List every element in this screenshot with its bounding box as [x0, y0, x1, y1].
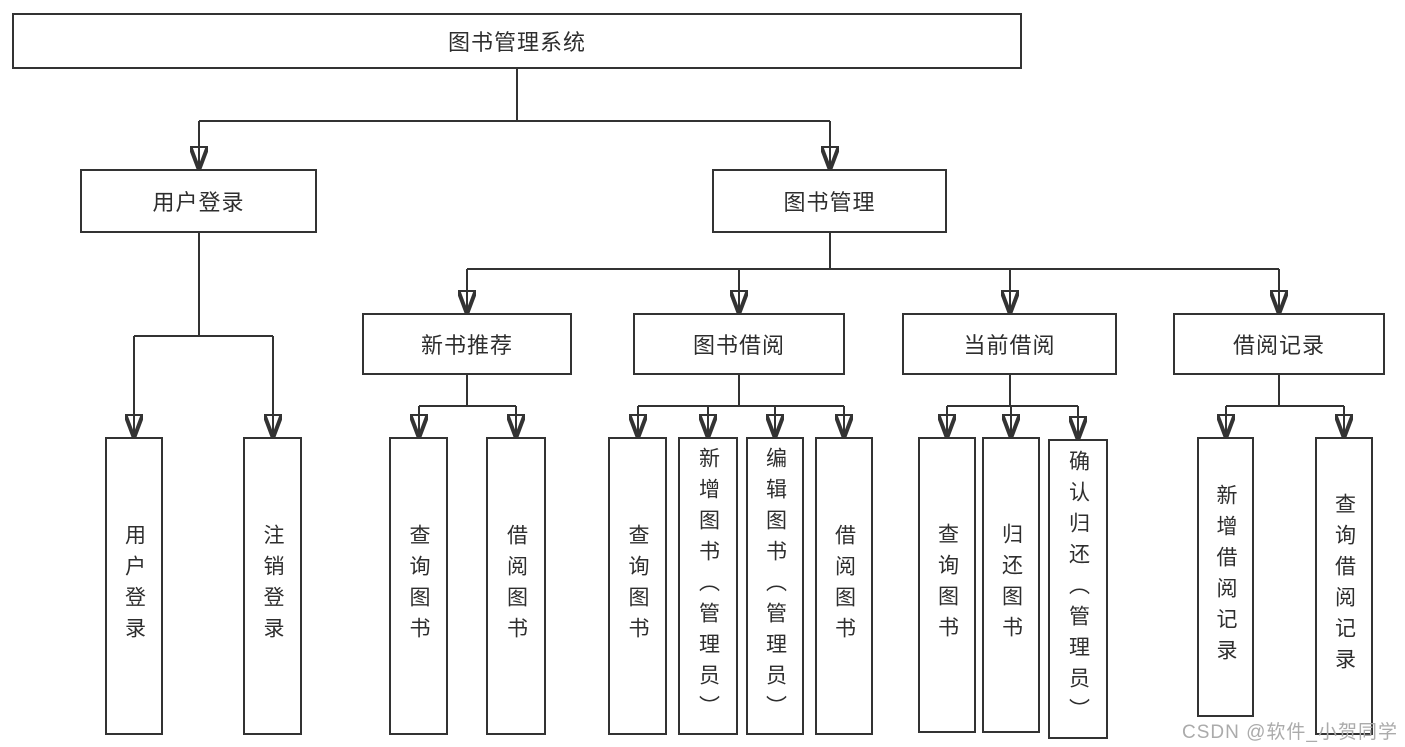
connector-book-management-children [467, 233, 1279, 313]
leaf-return-books: 归还图书 [982, 437, 1040, 733]
leaf-query-books-recommend: 查询图书 [389, 437, 448, 735]
node-borrowing-records: 借阅记录 [1173, 313, 1385, 375]
node-current-borrowing: 当前借阅 [902, 313, 1117, 375]
leaf-query-books-current: 查询图书 [918, 437, 976, 733]
node-book-borrowing: 图书借阅 [633, 313, 845, 375]
leaf-add-book-admin: 新增图书（管理员） [678, 437, 738, 735]
leaf-borrow-books-borrowing: 借阅图书 [815, 437, 873, 735]
leaf-user-login: 用户登录 [105, 437, 163, 735]
connector-borrowing-records-children [1226, 375, 1344, 437]
leaf-edit-book-admin: 编辑图书（管理员） [746, 437, 804, 735]
connector-new-book-children [419, 375, 516, 437]
node-root-system: 图书管理系统 [12, 13, 1022, 69]
csdn-watermark: CSDN @软件_小贺同学 [1182, 722, 1398, 743]
leaf-logout-login: 注销登录 [243, 437, 302, 735]
connector-user-login-children [134, 233, 273, 437]
leaf-borrow-books-recommend: 借阅图书 [486, 437, 546, 735]
node-book-management: 图书管理 [712, 169, 947, 233]
leaf-add-borrow-record: 新增借阅记录 [1197, 437, 1254, 717]
connector-root-to-level2 [199, 69, 830, 169]
node-new-book-recommendation: 新书推荐 [362, 313, 572, 375]
leaf-query-books-borrowing: 查询图书 [608, 437, 667, 735]
connector-book-borrowing-children [638, 375, 844, 437]
node-user-login: 用户登录 [80, 169, 317, 233]
leaf-confirm-return-admin: 确认归还（管理员） [1048, 439, 1108, 739]
connector-current-borrowing-children [947, 375, 1078, 439]
leaf-query-borrow-record: 查询借阅记录 [1315, 437, 1373, 735]
